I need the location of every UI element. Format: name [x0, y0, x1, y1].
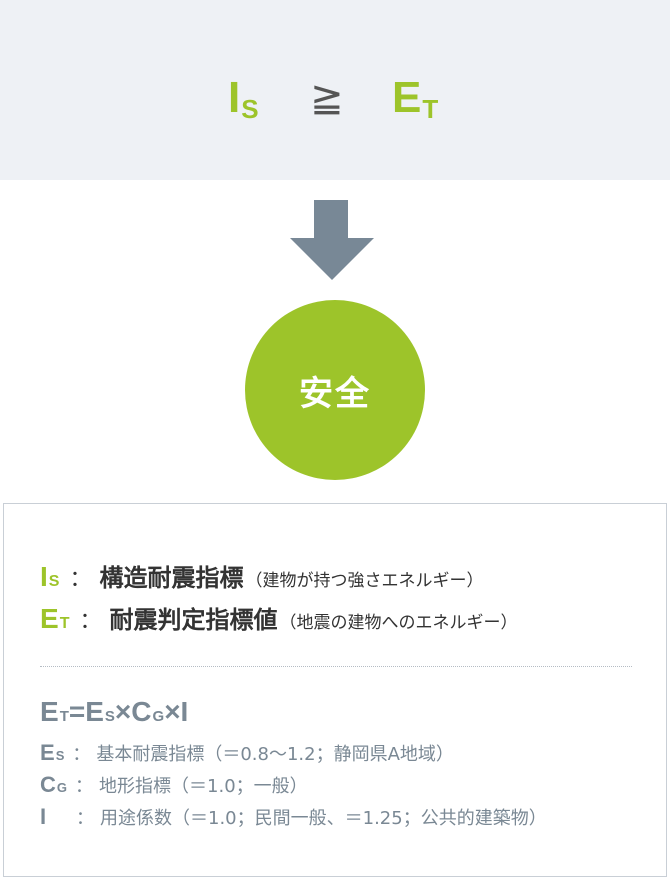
safe-label: 安全: [299, 373, 371, 414]
param-cg: C G ： 地形指標（＝1.0；一般）: [40, 772, 308, 797]
et-symbol: ET: [392, 73, 439, 124]
definitions-panel: I S ： 構造耐震指標 （建物が持つ強さエネルギー） E T ： 耐震判定指標…: [3, 503, 667, 877]
dotted-divider: [40, 666, 632, 667]
greater-equal-operator: ≧: [310, 75, 344, 121]
param-es: E S ： 基本耐震指標（＝0.8～1.2；静岡県A地域）: [40, 740, 454, 765]
safe-result-circle: 安全: [245, 300, 425, 480]
down-arrow-icon: [290, 200, 374, 280]
definition-et: E T ： 耐震判定指標値 （地震の建物へのエネルギー）: [40, 603, 518, 634]
formula-band: IS ≧ ET: [0, 0, 670, 180]
param-i: I ： 用途係数（＝1.0；民間一般、＝1.25；公共的建築物）: [40, 804, 547, 829]
is-symbol: IS: [228, 73, 259, 124]
safety-condition-formula: IS ≧ ET: [0, 68, 670, 128]
definition-is: I S ： 構造耐震指標 （建物が持つ強さエネルギー）: [40, 561, 484, 592]
